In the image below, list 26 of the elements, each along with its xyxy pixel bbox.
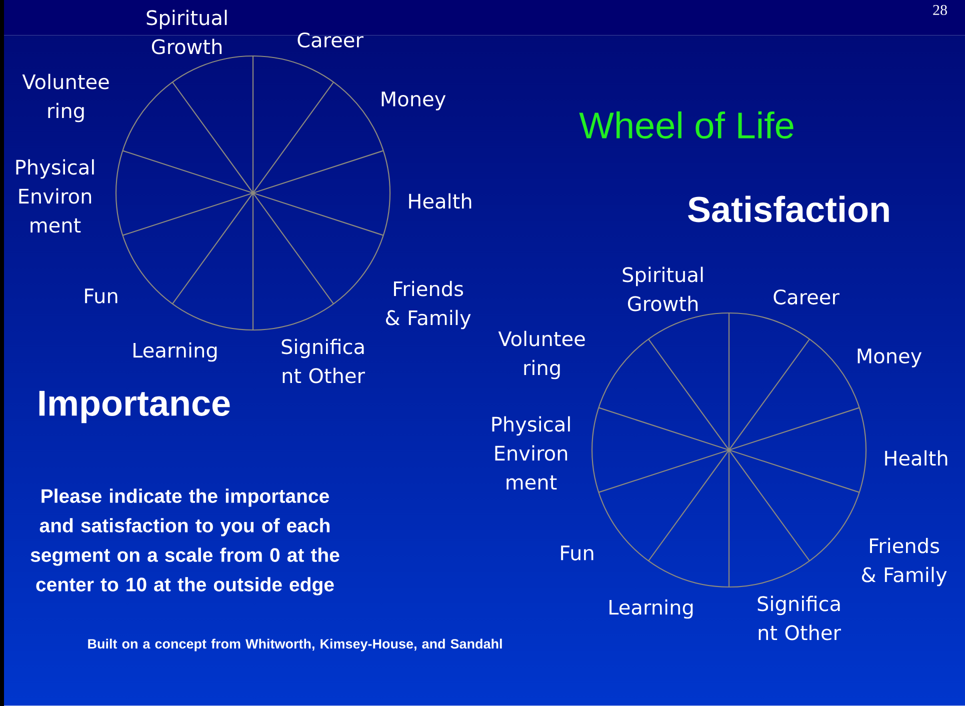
heading: Satisfaction: [688, 196, 889, 222]
segment-label: Spiritual Growth: [146, 10, 227, 54]
segment-label: Significa nt Other: [758, 596, 841, 640]
page-number: 28: [933, 4, 947, 16]
segment-label: Voluntee ring: [498, 330, 585, 380]
segment-label: Friends & Family: [386, 280, 471, 330]
segment-label: Fun: [85, 288, 118, 304]
segment-label: Voluntee ring: [22, 74, 109, 122]
title: Wheel of Life: [579, 111, 794, 139]
segment-label: Learning: [610, 599, 693, 619]
segment-label: Health: [885, 450, 948, 466]
segment-label: Health: [409, 193, 472, 209]
credit-text: Built on a concept from Whitworth, Kimsey-House, and Sandahl: [88, 638, 502, 652]
segment-label: Spiritual Growth: [622, 266, 703, 312]
heading: Importance: [39, 390, 230, 424]
segment-label: Learning: [134, 342, 217, 362]
segment-label: Career: [298, 32, 364, 48]
segment-label: Friends & Family: [862, 538, 947, 586]
segment-label: Physical Environ ment: [16, 159, 94, 233]
segment-label: Physical Environ ment: [492, 416, 570, 490]
instruction-text: Please indicate the importance and satisfaction to you of each segment on a scale from 0 at the center to 10 at the outside edge: [30, 488, 340, 596]
segment-label: Money: [858, 348, 922, 368]
segment-label: Fun: [561, 546, 594, 560]
segment-label: Career: [774, 289, 840, 305]
segment-label: Significa nt Other: [282, 338, 365, 384]
segment-label: Money: [382, 92, 446, 110]
